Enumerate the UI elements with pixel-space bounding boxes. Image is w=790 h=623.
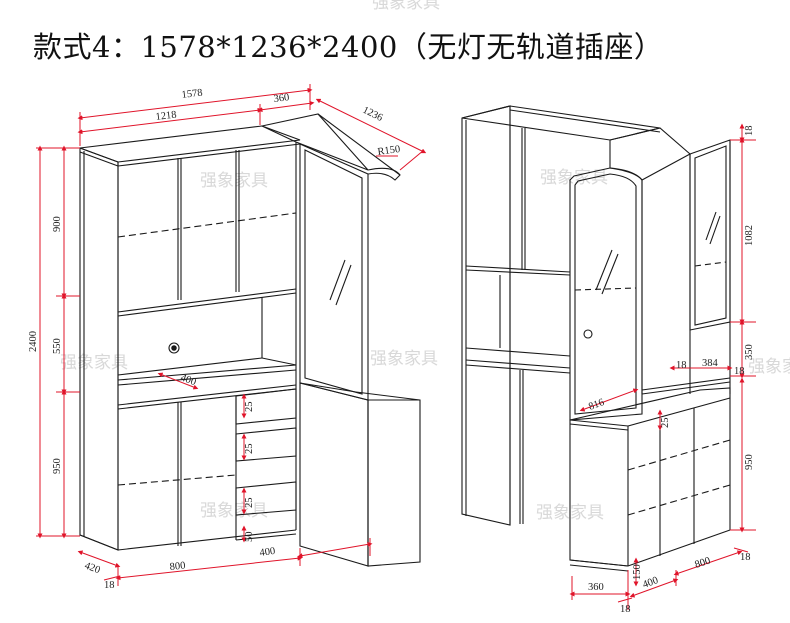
corner-top-panel [260,113,369,171]
dim-drawer-1: 25 [244,402,255,413]
dim-side-depth: 420 [83,560,102,576]
dim-main-width: 1218 [155,110,177,123]
right-tall-glass [689,139,731,331]
dim-bottom-width: 800 [169,560,186,573]
dim-side-offset: 18 [740,552,751,563]
dim-base-offset: 18 [104,580,115,591]
watermark: 强象家具 [748,357,790,377]
dim-glass-height: 1082 [744,225,755,246]
dim-shelf-height: 350 [744,344,755,360]
watermark: 强象家具 [370,349,438,369]
watermark: 强象家具 [540,168,608,188]
dim-base-height: 50 [244,532,255,543]
right-lower-unit [569,387,731,567]
dim-height-middle: 550 [52,338,63,354]
dim-total-width: 1578 [181,88,203,101]
dim-drawer: 25 [660,418,671,429]
left-top-panel [79,125,301,163]
dimension-lines [36,84,756,610]
corner-lower-side [367,399,421,567]
dim-depth: 1236 [361,105,385,124]
dim-height-upper: 900 [52,216,63,232]
dim-base-gap: 18 [620,604,631,615]
left-side-panel [79,147,119,551]
dim-height-total: 2400 [28,331,39,352]
right-glass-door [569,167,643,421]
watermark: 强象家具 [200,501,268,521]
watermarks: 强象家具 强象家具 强象家具 强象家具 强象家具 强象家具 强象家具 强象家具 [60,0,790,523]
dim-inner-gap: 18 [676,360,687,371]
dim-counter-depth: 816 [587,397,606,413]
page-title: 款式4：1578*1236*2400（无灯无轨道插座） [33,30,664,64]
watermark: 强象家具 [372,0,440,13]
watermark: 强象家具 [200,171,268,191]
glass-door [299,143,369,401]
left-cabinet [79,113,421,567]
dim-bottom-left: 360 [588,582,604,593]
right-cabinet [461,105,731,572]
dim-shelf-depth: 400 [179,372,198,388]
dim-side-width: 400 [259,546,276,559]
dim-drawer-2: 25 [244,444,255,455]
dim-drawer-3: 25 [244,498,255,509]
socket-icon [168,342,180,354]
dim-base-height-right: 150 [632,564,643,580]
dim-bottom-right: 800 [694,556,712,571]
dim-lower-height: 950 [744,454,755,470]
dim-height-lower: 950 [52,458,63,474]
dim-radius: R150 [377,144,401,158]
dim-shelf-gap: 18 [734,366,745,377]
dim-bottom-mid: 400 [641,575,660,591]
dim-corner-width: 360 [273,92,290,105]
right-side-panel [461,105,511,526]
dim-top-gap: 18 [744,126,755,137]
dim-inner-width: 384 [702,358,719,369]
corner-lower-front [299,382,369,567]
watermark: 强象家具 [60,353,128,373]
